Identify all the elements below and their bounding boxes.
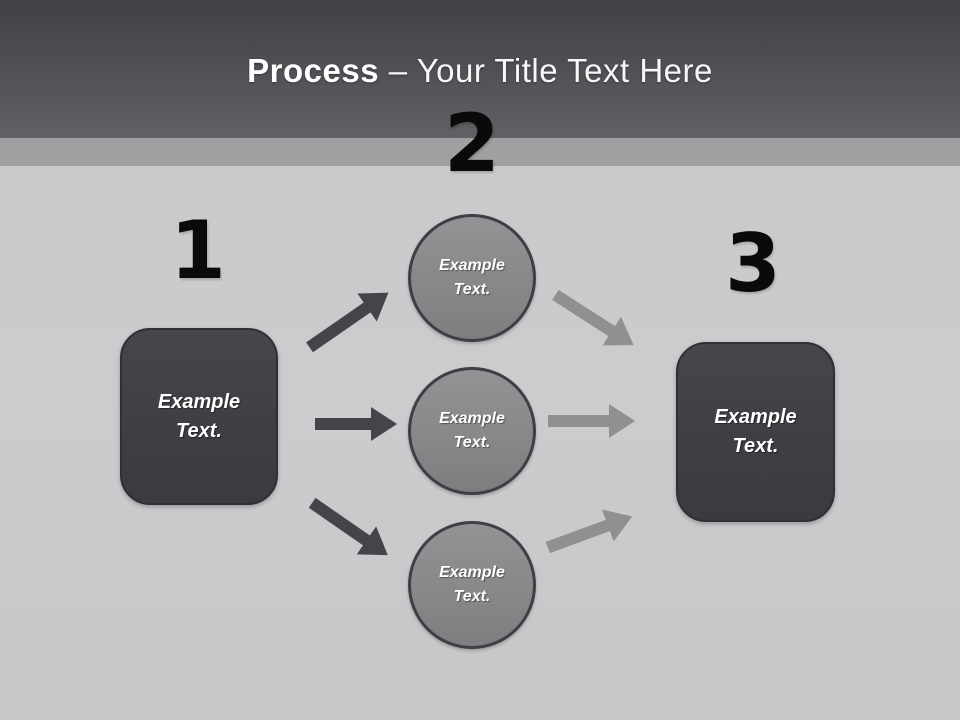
slide-title-separator: – xyxy=(379,52,417,89)
arrow-shaft xyxy=(545,519,612,554)
arrow-head xyxy=(601,500,639,542)
slide-title: Process – Your Title Text Here xyxy=(0,52,960,90)
process-circle-bottom: Example Text. xyxy=(408,521,536,649)
arrow-shaft xyxy=(548,415,611,427)
arrow-start-to-middle-circle-icon xyxy=(315,407,397,441)
slide-title-keyword: Process xyxy=(247,52,380,89)
process-circle-middle-label: Example Text. xyxy=(439,410,505,451)
arrow-top-circle-to-end-icon xyxy=(546,281,643,360)
arrow-shaft xyxy=(306,301,373,353)
arrow-shaft xyxy=(308,497,372,547)
step-number-2: 2 xyxy=(444,97,500,190)
header-divider-band xyxy=(0,138,960,166)
arrow-head xyxy=(371,407,397,441)
arrow-start-to-bottom-circle-icon xyxy=(303,489,398,570)
process-start-box: Example Text. xyxy=(120,328,278,505)
arrow-shaft xyxy=(552,289,617,338)
arrow-head xyxy=(609,404,635,438)
arrow-start-to-top-circle-icon xyxy=(300,278,399,362)
slide-header xyxy=(0,0,960,138)
process-circle-top: Example Text. xyxy=(408,214,536,342)
process-end-box-label: Example Text. xyxy=(714,406,797,457)
step-number-1: 1 xyxy=(170,204,226,297)
slide-title-text: Your Title Text Here xyxy=(416,52,713,89)
process-end-box: Example Text. xyxy=(676,342,835,522)
process-circle-bottom-label: Example Text. xyxy=(439,564,505,605)
arrow-shaft xyxy=(315,418,373,430)
arrow-bottom-circle-to-end-icon xyxy=(542,500,639,564)
process-circle-middle: Example Text. xyxy=(408,367,536,495)
arrow-middle-circle-to-end-icon xyxy=(548,404,635,438)
process-start-box-label: Example Text. xyxy=(157,390,241,442)
process-circle-top-label: Example Text. xyxy=(439,257,505,298)
step-number-3: 3 xyxy=(725,217,781,310)
